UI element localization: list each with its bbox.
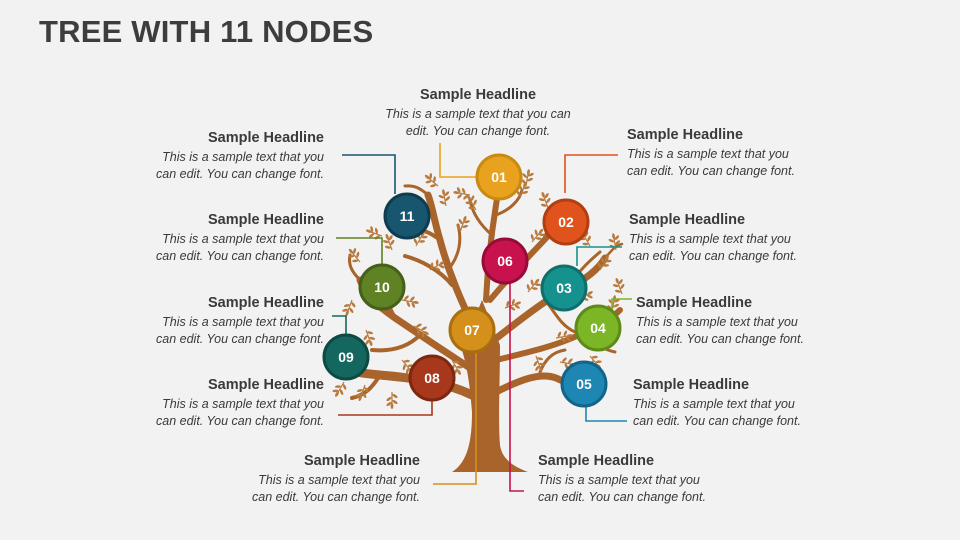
node-10[interactable]: 10	[358, 263, 406, 311]
leaf-sprig	[401, 295, 419, 308]
node-08[interactable]: 08	[408, 354, 456, 402]
node-02[interactable]: 02	[542, 198, 590, 246]
connector-05	[585, 404, 627, 422]
leaf-sprig	[612, 277, 625, 295]
leaf-sprig	[332, 381, 347, 397]
callout-05-headline: Sample Headline	[633, 377, 750, 393]
leaf-sprig	[342, 299, 356, 317]
node-04-label: 04	[590, 320, 606, 336]
callout-07-headline: Sample Headline	[303, 453, 420, 469]
callout-02: Sample Headline This is a sample text th…	[627, 126, 807, 180]
leaf-sprig	[348, 247, 361, 263]
callout-11: Sample Headline This is a sample text th…	[144, 129, 324, 183]
connector-08	[338, 398, 433, 416]
node-03-label: 03	[556, 280, 572, 296]
node-layer: 01 02 03 04 05 06 07 08 09 10 11	[322, 153, 622, 408]
callout-06-headline: Sample Headline	[538, 453, 655, 469]
leaf-sprig	[438, 189, 451, 207]
node-05-label: 05	[576, 376, 592, 392]
callout-03: Sample Headline This is a sample text th…	[629, 211, 809, 265]
leaf-sprig	[429, 259, 445, 271]
leaf-sprig	[526, 278, 542, 293]
callout-01-headline: Sample Headline	[419, 87, 537, 103]
leaf-sprig	[382, 233, 395, 251]
callout-03-headline: Sample Headline	[629, 212, 746, 228]
callout-10: Sample Headline This is a sample text th…	[144, 211, 324, 265]
node-05[interactable]: 05	[560, 360, 608, 408]
callout-09: Sample Headline This is a sample text th…	[144, 294, 324, 348]
node-09-label: 09	[338, 349, 354, 365]
node-01-label: 01	[491, 169, 507, 185]
leaf-sprig	[413, 323, 429, 338]
callout-04-headline: Sample Headline	[636, 295, 753, 311]
node-06[interactable]: 06	[481, 237, 529, 285]
callout-02-text: This is a sample text that you can edit.…	[627, 147, 795, 178]
leaf-sprig	[453, 187, 471, 200]
callout-08: Sample Headline This is a sample text th…	[144, 376, 324, 430]
node-11[interactable]: 11	[383, 192, 431, 240]
callout-04-text: This is a sample text that you can edit.…	[636, 315, 804, 346]
leaf-sprig	[456, 215, 470, 233]
node-06-label: 06	[497, 253, 513, 269]
leaf-sprig	[538, 191, 551, 209]
callout-10-headline: Sample Headline	[207, 212, 324, 228]
callout-04: Sample Headline This is a sample text th…	[636, 294, 816, 348]
leaf-sprig	[608, 233, 621, 251]
leaf-sprig	[597, 255, 612, 271]
connector-11	[342, 154, 396, 194]
leaf-sprig	[465, 195, 477, 211]
callout-08-headline: Sample Headline	[207, 377, 324, 393]
leaf-sprig	[401, 359, 414, 375]
leaf-sprig	[363, 329, 376, 347]
node-11-label: 11	[400, 208, 415, 224]
node-07-label: 07	[464, 322, 480, 338]
connector-10	[336, 237, 383, 268]
node-09[interactable]: 09	[322, 333, 370, 381]
node-08-label: 08	[424, 370, 440, 386]
leaf-sprig	[533, 355, 546, 373]
callout-05-text: This is a sample text that you can edit.…	[633, 397, 801, 428]
leaf-sprig	[386, 392, 398, 409]
callout-11-headline: Sample Headline	[207, 130, 324, 146]
callout-11-text: This is a sample text that you can edit.…	[156, 150, 324, 181]
leaf-sprig	[424, 172, 439, 188]
leaf-sprig	[504, 298, 522, 311]
leaf-sprig	[521, 169, 534, 187]
connector-01	[439, 143, 477, 178]
leaf-sprig	[365, 226, 383, 240]
callout-01: Sample Headline This is a sample text th…	[378, 86, 578, 140]
connector-09	[332, 315, 347, 337]
leaf-sprig	[530, 228, 546, 243]
callout-09-headline: Sample Headline	[207, 295, 324, 311]
callout-06: Sample Headline This is a sample text th…	[538, 452, 718, 506]
page-title: TREE WITH 11 NODES	[39, 14, 374, 49]
callout-07: Sample Headline This is a sample text th…	[240, 452, 420, 506]
callout-03-text: This is a sample text that you can edit.…	[629, 232, 797, 263]
leaf-sprig	[355, 384, 369, 402]
callout-01-text: This is a sample text that you can edit.…	[385, 107, 571, 138]
node-07[interactable]: 07	[448, 306, 496, 354]
connector-03	[576, 246, 622, 266]
callout-08-text: This is a sample text that you can edit.…	[156, 397, 324, 428]
callout-06-text: This is a sample text that you can edit.…	[538, 473, 706, 504]
leaf-sprig	[555, 330, 573, 343]
callout-10-text: This is a sample text that you can edit.…	[156, 232, 324, 263]
node-01[interactable]: 01	[475, 153, 523, 201]
callout-07-text: This is a sample text that you can edit.…	[252, 473, 420, 504]
node-04[interactable]: 04	[574, 304, 622, 352]
node-02-label: 02	[558, 214, 574, 230]
connector-02	[564, 154, 618, 193]
callout-05: Sample Headline This is a sample text th…	[633, 376, 813, 430]
callout-02-headline: Sample Headline	[627, 127, 744, 143]
connector-06	[509, 282, 524, 492]
callout-09-text: This is a sample text that you can edit.…	[156, 315, 324, 346]
connector-07	[433, 352, 477, 485]
node-03[interactable]: 03	[540, 264, 588, 312]
node-10-label: 10	[374, 279, 390, 295]
